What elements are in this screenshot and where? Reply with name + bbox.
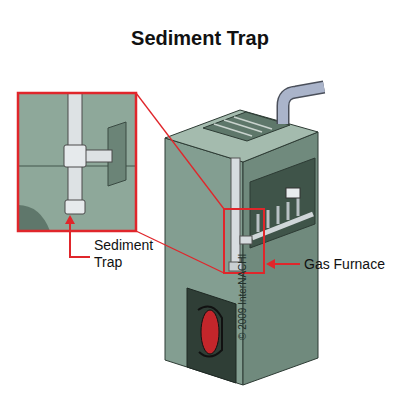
burner-tube xyxy=(257,214,260,232)
inset-detail xyxy=(18,93,136,231)
vent-pipe-outline xyxy=(283,87,324,124)
arrow-head xyxy=(65,215,75,224)
leader-line xyxy=(70,222,90,257)
burner-opening xyxy=(250,158,315,248)
blower-belt xyxy=(198,306,222,356)
gas-valve xyxy=(286,188,300,198)
burner-tube xyxy=(297,198,300,216)
inset-cap xyxy=(65,200,85,214)
furnace-top-face xyxy=(165,110,318,162)
part-label: Gas Furnace xyxy=(304,256,399,273)
part-label: Sediment Trap xyxy=(94,237,160,271)
grille-line xyxy=(224,120,262,132)
burner-tube xyxy=(287,202,290,220)
inset-tee xyxy=(64,145,86,167)
inset-frame xyxy=(18,93,136,231)
diagram-title: Sediment Trap xyxy=(0,26,400,50)
leader-line xyxy=(273,263,300,265)
vent-pipe xyxy=(283,87,324,124)
gas-pipe xyxy=(231,158,240,270)
furnace-left-face xyxy=(165,138,243,385)
grille-line xyxy=(234,117,272,129)
blower-motor xyxy=(201,310,219,354)
blower-compartment xyxy=(187,288,236,383)
copyright-watermark: © 2009 InterNACHI xyxy=(237,230,249,340)
burner-tube xyxy=(277,206,280,224)
arrow-head xyxy=(266,259,275,269)
panel-shadow xyxy=(18,205,50,231)
zoom-line xyxy=(136,93,224,209)
pipe-tee xyxy=(240,236,252,244)
grille-line xyxy=(214,124,252,136)
burner-tube xyxy=(267,210,270,228)
gas-manifold xyxy=(252,214,313,238)
